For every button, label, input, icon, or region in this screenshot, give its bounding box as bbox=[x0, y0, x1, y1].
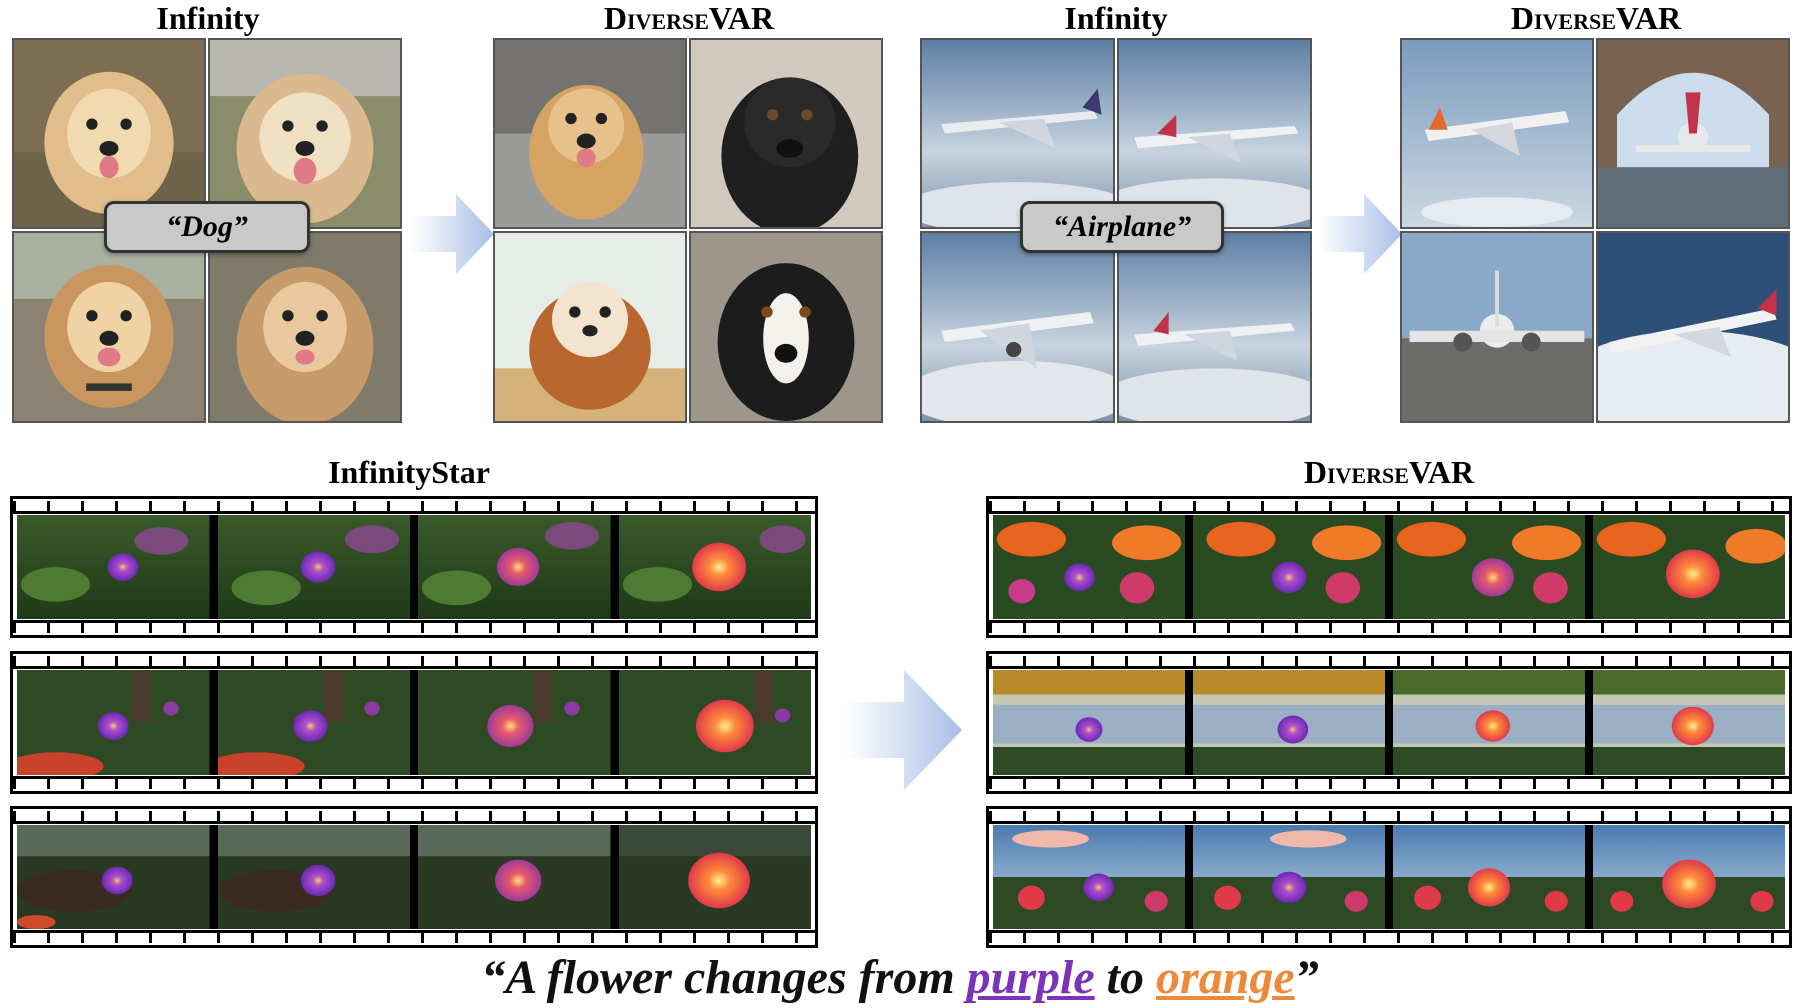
caption-suffix: ” bbox=[1294, 951, 1319, 1004]
title-sc: Diverse bbox=[1303, 454, 1409, 490]
image-tile-airplane bbox=[1400, 231, 1594, 423]
image-tile-dog bbox=[493, 38, 687, 229]
film-strip bbox=[10, 806, 818, 948]
film-strip bbox=[986, 806, 1792, 948]
image-tile-airplane bbox=[920, 231, 1115, 423]
image-tile-airplane bbox=[1117, 231, 1312, 423]
film-strip bbox=[986, 651, 1792, 794]
image-tile-airplane bbox=[1596, 231, 1790, 423]
video-frame bbox=[618, 515, 811, 619]
video-frame bbox=[17, 515, 210, 619]
video-frame bbox=[217, 515, 410, 619]
image-tile-dog bbox=[493, 231, 687, 423]
image-tile-airplane bbox=[1596, 38, 1790, 229]
image-tile-dog bbox=[208, 38, 402, 229]
right-arrow-icon bbox=[844, 670, 962, 790]
video-frame bbox=[993, 670, 1185, 775]
title-infinitystar: InfinityStar bbox=[328, 454, 490, 490]
video-frame bbox=[1393, 825, 1585, 929]
image-tile-dog bbox=[689, 38, 883, 229]
video-frame bbox=[993, 825, 1185, 929]
figure-caption: “A flower changes from purple to orange” bbox=[0, 950, 1800, 1006]
prompt-label-dog: “Dog” bbox=[104, 201, 310, 253]
title-infinity-airplane: Infinity bbox=[1064, 0, 1168, 36]
caption-prefix: “A flower changes from bbox=[481, 951, 967, 1004]
video-frame bbox=[1193, 515, 1385, 619]
film-strip bbox=[986, 496, 1792, 638]
video-frame bbox=[1393, 670, 1585, 775]
video-frame bbox=[1593, 670, 1785, 775]
video-frame bbox=[418, 825, 611, 929]
video-frame bbox=[1193, 825, 1385, 929]
caption-word-orange: orange bbox=[1156, 951, 1295, 1004]
video-frame bbox=[618, 825, 811, 929]
right-arrow-icon bbox=[1318, 194, 1402, 274]
title-rest: VAR bbox=[708, 0, 775, 36]
video-frame bbox=[1593, 515, 1785, 619]
video-frame bbox=[1593, 825, 1785, 929]
video-frame bbox=[618, 670, 811, 775]
image-tile-dog bbox=[208, 231, 402, 423]
title-rest: VAR bbox=[1408, 454, 1475, 490]
prompt-label-airplane: “Airplane” bbox=[1020, 201, 1224, 253]
title-diversevar-airplane: DiverseVAR bbox=[1400, 0, 1792, 36]
title-infinity-dog: Infinity bbox=[156, 0, 260, 36]
video-frame bbox=[993, 515, 1185, 619]
title-diversevar-dog: DiverseVAR bbox=[493, 0, 885, 36]
video-frame bbox=[17, 825, 210, 929]
right-arrow-icon bbox=[410, 194, 494, 274]
film-strip bbox=[10, 496, 818, 638]
title-diversevar-video: DiverseVAR bbox=[986, 454, 1792, 490]
caption-word-purple: purple bbox=[966, 951, 1095, 1004]
title-rest: VAR bbox=[1615, 0, 1682, 36]
title-sc: Diverse bbox=[1510, 0, 1616, 36]
video-frame bbox=[17, 670, 210, 775]
image-tile-dog bbox=[689, 231, 883, 423]
image-tile-airplane bbox=[1400, 38, 1594, 229]
video-frame bbox=[1193, 670, 1385, 775]
video-frame bbox=[418, 670, 611, 775]
video-frame bbox=[217, 670, 410, 775]
image-tile-dog bbox=[12, 38, 206, 229]
caption-middle: to bbox=[1094, 951, 1157, 1004]
video-frame bbox=[217, 825, 410, 929]
title-sc: Diverse bbox=[603, 0, 709, 36]
video-frame bbox=[1393, 515, 1585, 619]
film-strip bbox=[10, 651, 818, 794]
image-tile-dog bbox=[12, 231, 206, 423]
video-frame bbox=[418, 515, 611, 619]
